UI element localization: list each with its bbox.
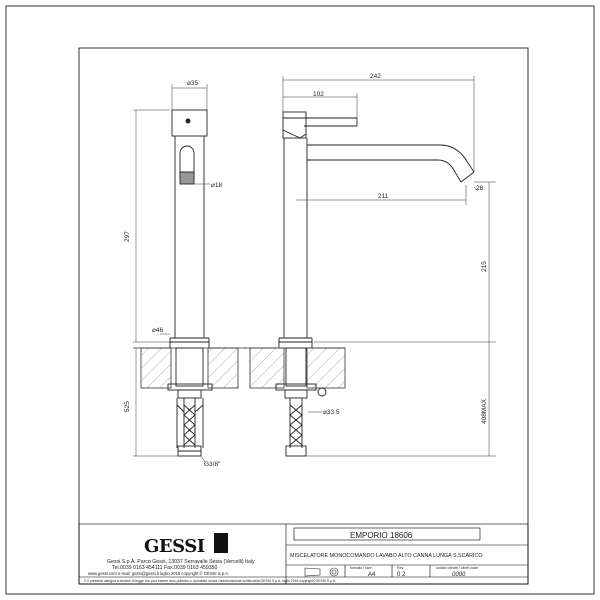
countertop-left [133, 347, 246, 389]
format-label: formato / size [350, 566, 372, 570]
outer-border [5, 5, 595, 595]
company-address: Gessi S.p.A. Parco Gessi, 13037 Serraval… [107, 559, 255, 565]
company-web: www.gessi.com e-mail: gessi@gessi.it lug… [88, 571, 229, 576]
inner-border [78, 47, 529, 585]
dim-body-height: 297 [124, 231, 131, 242]
legal-footer: © il presente disegno a termine di legge… [84, 579, 336, 583]
projection-symbol [304, 567, 339, 577]
side-view [278, 111, 475, 348]
front-view [169, 109, 210, 348]
product-name: EMPORIO 18606 [350, 531, 413, 540]
front-view-dimensions [133, 84, 210, 463]
side-view-dimensions [282, 76, 496, 457]
rev-label: Rev. [397, 566, 404, 570]
dim-overall-reach: 242 [370, 73, 381, 80]
dim-spout-height: 215 [481, 261, 488, 272]
front-view-lower-assembly [167, 347, 213, 457]
company-phone: Tel.0039 0163 454111 Fax.0039 0163 45935… [112, 565, 217, 571]
dim-base-diameter: ⌀46 [152, 327, 164, 334]
title-block [78, 523, 529, 585]
client-code-value: 0000 [452, 572, 466, 578]
svg-text:GESSI: GESSI [144, 536, 205, 557]
format-value: A4 [368, 572, 376, 578]
dim-top-diameter: ⌀35 [187, 80, 199, 87]
gessi-logo: GESSI [144, 533, 228, 557]
dim-below-counter: 525 [124, 401, 131, 412]
dim-hose-diameter: ⌀33.5 [323, 409, 340, 416]
dim-outlet-diameter: ⌀18 [211, 182, 223, 189]
rev-value: 0 2 [397, 572, 406, 578]
product-description: MISCELATORE MONOCOMANDO LAVABO ALTO CANN… [290, 553, 483, 559]
dim-spout-tip: 28 [476, 185, 484, 192]
countertop-right [244, 347, 346, 389]
side-view-lower-assembly [275, 347, 327, 457]
dim-thread: G3/8" [204, 461, 221, 468]
dim-spout-reach: 211 [378, 193, 389, 200]
dim-handle-offset: 102 [313, 91, 324, 98]
client-code-label: codice cliente / client code [436, 566, 478, 570]
dim-max-height: 408MAX [481, 398, 488, 424]
